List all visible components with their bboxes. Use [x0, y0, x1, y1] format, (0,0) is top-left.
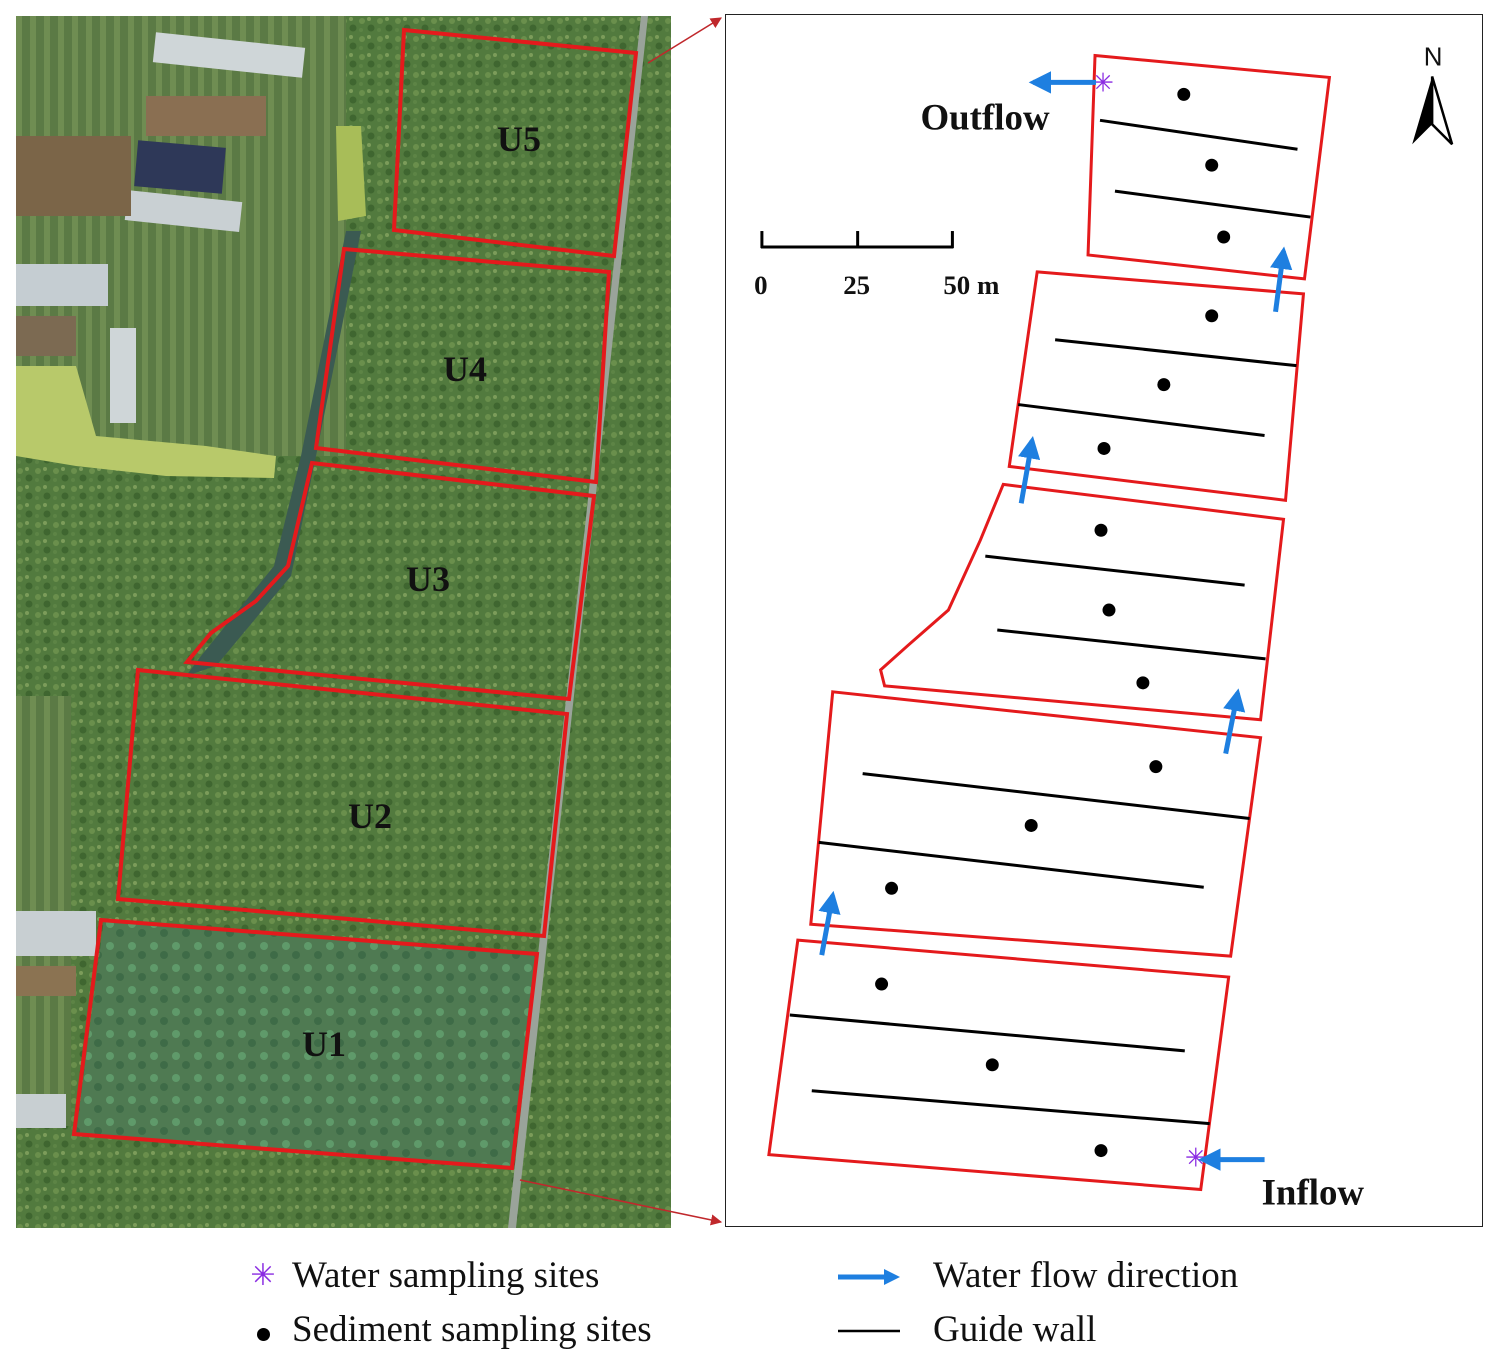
legend-label: Water sampling sites [292, 1255, 600, 1296]
bare-plot [16, 136, 131, 216]
sediment-site [1102, 603, 1116, 617]
inflow-label: Inflow [1262, 1171, 1365, 1212]
aerial-photo-panel: U5 U4 U3 U2 U1 [16, 16, 671, 1228]
north-label: N [1424, 43, 1443, 71]
unit-outline-u3 [183, 460, 597, 702]
scale-tick-label: 0 [754, 270, 767, 300]
north-arrow-icon [1412, 76, 1433, 145]
legend-label: Sediment sampling sites [292, 1309, 652, 1350]
unit-label-u1: U1 [302, 1024, 346, 1064]
sediment-site [1157, 378, 1171, 392]
sediment-site [875, 977, 889, 991]
sediment-site [1024, 818, 1038, 832]
legend-water-sites: ✳ Water sampling sites [234, 1254, 599, 1297]
flow-arrow [818, 890, 841, 956]
guide-wall-icon [836, 1308, 933, 1351]
water-site-outflow: ✳ [1092, 68, 1114, 98]
unit-outline-u5 [391, 27, 639, 259]
sediment-site [885, 881, 899, 895]
greenhouse [110, 328, 136, 423]
unit-label-u3: U3 [406, 559, 450, 599]
pond [16, 366, 276, 478]
greenhouse [124, 190, 243, 232]
guide-wall [862, 772, 1250, 820]
legend-flow-direction: Water flow direction [836, 1254, 1238, 1297]
flow-arrow [1018, 436, 1041, 504]
scale-tick-label: 25 [843, 270, 870, 300]
sediment-site [1136, 676, 1150, 690]
schematic-unit-1 [767, 938, 1231, 1192]
unit-outline-u4 [313, 246, 612, 485]
greenhouse [16, 911, 96, 956]
bare-plot [146, 96, 266, 136]
aquatic-vegetation [76, 919, 537, 1166]
sediment-site [1149, 760, 1163, 774]
unit-label-u2: U2 [348, 796, 392, 836]
guide-wall [1114, 189, 1311, 219]
flow-arrow [1223, 688, 1246, 755]
guide-wall [1054, 338, 1297, 368]
pond [336, 126, 366, 221]
sediment-site [1094, 1144, 1108, 1158]
sediment-site-icon [234, 1308, 292, 1351]
legend-label: Guide wall [933, 1309, 1097, 1350]
sediment-site [1097, 441, 1111, 455]
unit-label-u4: U4 [443, 349, 487, 389]
unit-label-u5: U5 [497, 119, 541, 159]
guide-wall [1099, 118, 1298, 151]
sediment-site [1217, 230, 1231, 244]
bare-plot [16, 966, 76, 996]
sediment-site [1205, 158, 1219, 172]
sediment-site [1177, 87, 1191, 101]
water-channel [186, 231, 361, 676]
scale-tick-label: 50 m [943, 270, 999, 300]
flow-arrow [1270, 246, 1293, 313]
legend-label: Water flow direction [933, 1255, 1239, 1296]
legend-sediment-sites: Sediment sampling sites [234, 1308, 652, 1351]
north-arrow-icon [1430, 76, 1454, 146]
greenhouse [16, 1094, 66, 1128]
guide-wall [1018, 403, 1265, 437]
guide-wall [985, 554, 1245, 587]
outflow-label: Outflow [920, 96, 1049, 137]
north-arrow: N [1412, 43, 1454, 146]
water-site-icon: ✳ [250, 1258, 276, 1293]
sediment-site [985, 1058, 999, 1072]
guide-wall [811, 1089, 1210, 1126]
schematic-unit-5 [1086, 53, 1332, 281]
schematic-unit-2 [809, 690, 1263, 958]
unit-outline-u2 [115, 667, 570, 939]
dark-plot [134, 140, 226, 194]
greenhouse [16, 264, 108, 306]
unit-outline-u1 [71, 917, 540, 1171]
schematic-map-panel: ✳ ✳ Outflow Inflow 0 25 50 m N [725, 14, 1483, 1227]
flow-arrow-icon [836, 1254, 933, 1297]
guide-wall [789, 1013, 1185, 1053]
schematic-unit-3 [878, 482, 1286, 722]
greenhouse [152, 32, 306, 78]
sediment-site [1094, 523, 1108, 537]
sediment-site [1205, 309, 1219, 323]
guide-wall [997, 628, 1266, 661]
legend-guide-wall: Guide wall [836, 1308, 1096, 1351]
bare-plot [16, 316, 76, 356]
schematic-unit-4 [1007, 270, 1306, 502]
scale-bar: 0 25 50 m [754, 231, 999, 300]
guide-wall [818, 840, 1204, 889]
